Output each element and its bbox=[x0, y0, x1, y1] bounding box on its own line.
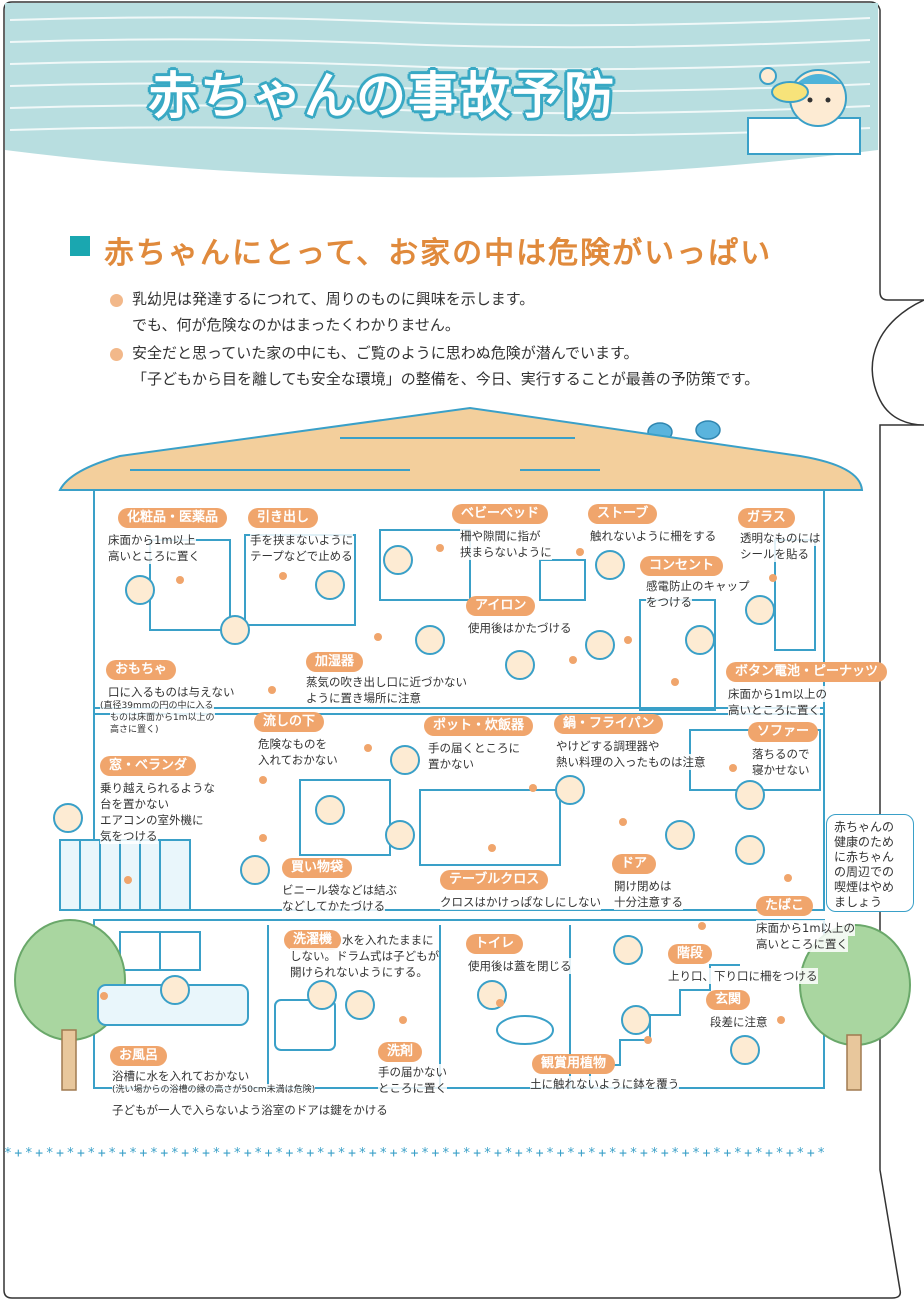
smoking-note-text: 赤ちゃんの 健康のため に赤ちゃん の周辺での 喫煙はやめ ましょう bbox=[834, 820, 895, 909]
desc-sink-1: 危険なものを bbox=[258, 736, 327, 752]
label-tobacco: たばこ bbox=[756, 896, 814, 916]
desc-bag-2: などしてかたづける bbox=[282, 898, 386, 914]
label-outlet: コンセント bbox=[640, 556, 724, 576]
desc-veranda-1: 乗り越えられるような bbox=[100, 780, 215, 796]
desc-toys-1: 口に入るものは与えない bbox=[108, 684, 235, 700]
bullet-dot-icon bbox=[110, 294, 123, 307]
desc-veranda-4: 気をつける bbox=[100, 828, 158, 844]
desc-toys-3: ものは床面から1m以上の bbox=[110, 712, 215, 724]
label-cosmetics: 化粧品・医薬品 bbox=[118, 508, 228, 528]
desc-pan-1: やけどする調理器や bbox=[556, 738, 660, 754]
desc-toys-2: (直径39mmの円の中に入る bbox=[100, 700, 214, 712]
desc-babybed-1: 柵や隙間に指が bbox=[460, 528, 541, 544]
desc-battery-2: 高いところに置く bbox=[728, 702, 820, 718]
intro-bullet1-line2: でも、何が危険なのかはまったくわかりません。 bbox=[132, 316, 460, 334]
label-veranda: 窓・ベランダ bbox=[100, 756, 197, 776]
header-stripes bbox=[9, 16, 871, 137]
desc-door-1: 開け閉めは bbox=[614, 878, 672, 894]
desc-sofa-1: 落ちるので bbox=[752, 746, 810, 762]
rooms-details bbox=[97, 529, 740, 1088]
desc-outlet-1: 感電防止のキャップ bbox=[646, 578, 750, 594]
intro-bullet1-line1: 乳幼児は発達するにつれて、周りのものに興味を示します。 bbox=[132, 290, 535, 308]
label-toys: おもちゃ bbox=[106, 660, 177, 680]
desc-drawer-1: 手を挟まないように bbox=[250, 532, 354, 548]
label-plant: 観賞用植物 bbox=[532, 1054, 616, 1074]
label-bag: 買い物袋 bbox=[282, 858, 353, 878]
smoking-note-box bbox=[826, 814, 914, 912]
desc-entrance-1: 段差に注意 bbox=[710, 1014, 768, 1030]
label-toilet: トイレ bbox=[466, 934, 524, 954]
desc-pan-2: 熱い料理の入ったものは注意 bbox=[556, 754, 706, 770]
label-babybed: ベビーベッド bbox=[452, 504, 549, 524]
label-glass: ガラス bbox=[738, 508, 795, 528]
label-iron: アイロン bbox=[466, 596, 536, 616]
label-sink: 流しの下 bbox=[254, 712, 325, 732]
subtitle: 赤ちゃんにとって、お家の中は危険がいっぱい bbox=[104, 236, 773, 271]
label-tablecloth: テーブルクロス bbox=[440, 870, 549, 890]
label-drawer: 引き出し bbox=[248, 508, 319, 528]
desc-humidifier-1: 蒸気の吹き出し口に近づかない bbox=[306, 674, 467, 690]
desc-outlet-2: をつける bbox=[646, 594, 692, 610]
baby-mascot bbox=[747, 67, 861, 155]
desc-stove-1: 触れないように柵をする bbox=[590, 528, 717, 544]
label-stairs: 階段 bbox=[668, 944, 713, 964]
label-pan: 鍋・フライパン bbox=[554, 714, 664, 734]
desc-iron-1: 使用後はかたづける bbox=[468, 620, 572, 636]
desc-pot-1: 手の届くところに bbox=[428, 740, 520, 756]
desc-bath-1: 浴槽に水を入れておかない bbox=[112, 1068, 250, 1084]
subtitle-square-icon bbox=[70, 236, 90, 256]
roof-lines bbox=[130, 437, 600, 471]
desc-babybed-2: 挟まらないように bbox=[460, 544, 552, 560]
desc-door-2: 十分注意する bbox=[614, 894, 683, 910]
label-bath: お風呂 bbox=[110, 1046, 168, 1066]
desc-toys-4: 高さに置く) bbox=[110, 724, 159, 736]
label-pot: ポット・炊飯器 bbox=[424, 716, 534, 736]
label-stove: ストーブ bbox=[588, 504, 658, 524]
desc-cosmetics-2: 高いところに置く bbox=[108, 548, 200, 564]
babies bbox=[53, 545, 775, 1065]
desc-plant-1: 土に触れないように鉢を覆う bbox=[530, 1076, 680, 1092]
desc-washer-3: 開けられないようにする。 bbox=[290, 964, 428, 980]
desc-glass-2: シールを貼る bbox=[740, 546, 809, 562]
desc-washer-2: しない。ドラム式は子どもが bbox=[290, 948, 440, 964]
desc-tablecloth-1: クロスはかけっぱなしにしない bbox=[440, 894, 601, 910]
balcony bbox=[59, 839, 191, 911]
desc-humidifier-2: ように置き場所に注意 bbox=[306, 690, 421, 706]
label-door: ドア bbox=[612, 854, 657, 874]
desc-glass-1: 透明なものには bbox=[740, 530, 821, 546]
desc-detergent-2: ところに置く bbox=[378, 1080, 447, 1096]
desc-sofa-2: 寝かせない bbox=[752, 762, 810, 778]
desc-veranda-2: 台を置かない bbox=[100, 796, 169, 812]
cross-stitch-border: *+*+*+*+*+*+*+*+*+*+*+*+*+*+*+*+*+*+*+*+… bbox=[4, 1146, 828, 1161]
desc-detergent-1: 手の届かない bbox=[378, 1064, 447, 1080]
label-sofa: ソファー bbox=[748, 722, 819, 742]
desc-sink-2: 入れておかない bbox=[258, 752, 338, 768]
desc-tobacco-1: 床面から1m以上の bbox=[756, 920, 856, 936]
desc-cosmetics-1: 床面から1m以上 bbox=[108, 532, 196, 548]
desc-stairs-1: 上り口、下り口に柵をつける bbox=[668, 968, 818, 984]
label-detergent: 洗剤 bbox=[378, 1042, 423, 1062]
label-washer: 洗濯機 bbox=[284, 930, 342, 950]
desc-tobacco-2: 高いところに置く bbox=[756, 936, 848, 952]
desc-battery-1: 床面から1m以上の bbox=[728, 686, 828, 702]
desc-toilet-1: 使用後は蓋を閉じる bbox=[468, 958, 572, 974]
bullet-dot-icon bbox=[110, 348, 123, 361]
leader-dots bbox=[100, 544, 792, 1044]
desc-veranda-3: エアコンの室外機に bbox=[100, 812, 204, 828]
intro-bullet2-line1: 安全だと思っていた家の中にも、ご覧のように思わぬ危険が潜んでいます。 bbox=[132, 344, 639, 362]
desc-bath-2: (洗い場からの浴槽の縁の高さが50cm未満は危険) bbox=[112, 1084, 316, 1096]
desc-washer-1: 水を入れたままに bbox=[342, 932, 434, 948]
desc-bath-3: 子どもが一人で入らないよう浴室のドアは鍵をかける bbox=[112, 1102, 388, 1118]
label-entrance: 玄関 bbox=[706, 990, 751, 1010]
desc-pot-2: 置かない bbox=[428, 756, 474, 772]
desc-drawer-2: テープなどで止める bbox=[250, 548, 353, 564]
label-battery: ボタン電池・ピーナッツ bbox=[726, 662, 888, 682]
desc-bag-1: ビニール袋などは結ぶ bbox=[282, 882, 397, 898]
label-humidifier: 加湿器 bbox=[306, 652, 364, 672]
page-title: 赤ちゃんの事故予防 bbox=[148, 67, 616, 125]
intro-bullet2-line2: 「子どもから目を離しても安全な環境」の整備を、今日、実行することが最善の予防策で… bbox=[132, 370, 760, 388]
